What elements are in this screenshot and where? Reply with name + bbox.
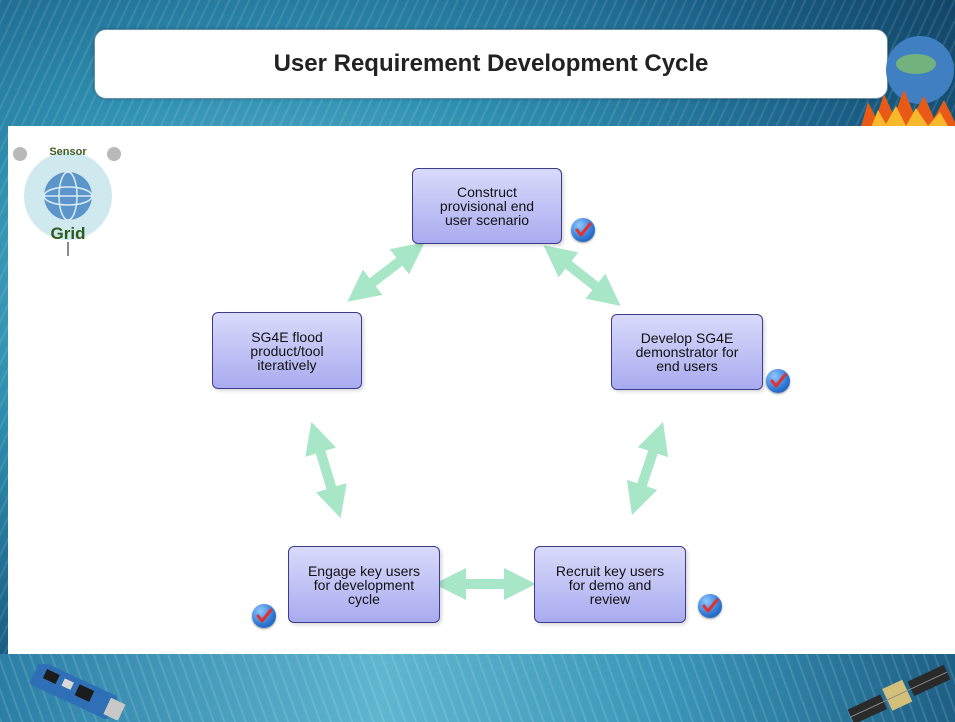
footer-band bbox=[0, 654, 955, 722]
node-develop-label: Develop SG4E demonstrator for end users bbox=[635, 330, 739, 374]
logo-bottom-text: Grid bbox=[51, 224, 86, 243]
node-recruit: Recruit key users for demo and review bbox=[534, 546, 686, 623]
title-box: User Requirement Development Cycle bbox=[94, 29, 888, 99]
checkmark-icon bbox=[766, 369, 790, 393]
checkmark-icon bbox=[571, 218, 595, 242]
arrow-flood-construct bbox=[347, 242, 425, 302]
node-flood: SG4E flood product/tool iteratively bbox=[212, 312, 362, 389]
node-develop: Develop SG4E demonstrator for end users bbox=[611, 314, 763, 390]
node-construct: Construct provisional end user scenario bbox=[412, 168, 562, 244]
node-engage-label: Engage key users for development cycle bbox=[307, 562, 421, 607]
checkmark-icon bbox=[252, 604, 276, 628]
satellite-image bbox=[847, 664, 951, 722]
fire-earth-image bbox=[860, 36, 955, 130]
sensor-grid-logo: Sensor Grid bbox=[13, 146, 121, 256]
arrow-develop-recruit bbox=[626, 421, 669, 516]
node-recruit-label: Recruit key users for demo and review bbox=[555, 562, 665, 607]
node-flood-label: SG4E flood product/tool iteratively bbox=[250, 328, 324, 373]
node-engage: Engage key users for development cycle bbox=[288, 546, 440, 623]
arrow-construct-develop bbox=[543, 245, 621, 306]
logo-top-text: Sensor bbox=[49, 146, 87, 158]
checkmark-icon bbox=[698, 594, 722, 618]
slide-title: User Requirement Development Cycle bbox=[273, 50, 709, 77]
node-construct-label: Construct provisional end user scenario bbox=[439, 184, 535, 228]
sensor-board-image bbox=[30, 664, 126, 720]
arrow-engage-flood bbox=[305, 421, 347, 519]
